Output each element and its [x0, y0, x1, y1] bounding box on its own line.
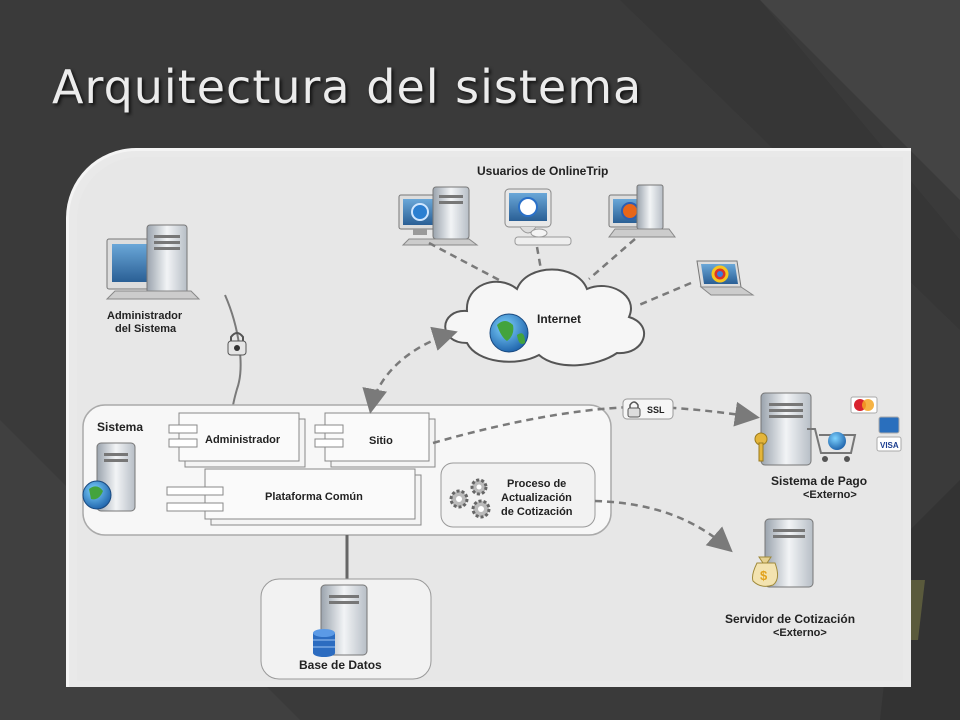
diagram-panel: Usuarios de OnlineTrip	[66, 148, 911, 687]
internet-sitio-connection	[362, 326, 458, 414]
padlock-icon	[227, 332, 247, 356]
sistema-label: Sistema	[97, 420, 143, 434]
pago-label: Sistema de Pago	[771, 474, 867, 488]
firefox-browser-icon	[621, 202, 639, 220]
safari-browser-icon	[518, 197, 538, 217]
gear-icon	[470, 478, 488, 496]
admin-label-line1: Administrador	[107, 310, 183, 322]
architecture-diagram: Usuarios de OnlineTrip	[82, 164, 902, 680]
ssl-badge: SSL	[622, 398, 674, 420]
user-laptop-chrome	[696, 260, 755, 296]
internet-cloud: Internet	[444, 268, 646, 367]
ie-browser-icon	[411, 203, 429, 221]
slide-title: Arquitectura del sistema	[52, 60, 643, 114]
key-icon	[754, 432, 768, 462]
user-desktop-firefox	[608, 184, 676, 238]
admin-label-line2: del Sistema	[115, 323, 177, 335]
gear-icon	[471, 499, 491, 519]
user-desktop-ie	[398, 186, 479, 246]
db-label: Base de Datos	[299, 658, 382, 672]
pago-sub-label: <Externo>	[803, 489, 857, 501]
process-label-line2: Actualización	[501, 492, 572, 504]
process-label-line3: de Cotización	[501, 506, 573, 518]
sistema-pago-node: VISA	[754, 392, 902, 466]
component-sitio: Sitio	[314, 412, 436, 468]
sistema-server-icon	[82, 442, 136, 512]
component-proceso: Proceso de Actualización de Cotización	[440, 462, 596, 528]
component-administrador: Administrador	[168, 412, 306, 468]
money-bag-icon: $	[752, 556, 779, 587]
cotizacion-connection	[594, 499, 733, 553]
dollar-sign: $	[760, 568, 768, 583]
ssl-label: SSL	[647, 405, 665, 415]
shopping-cart-icon	[807, 428, 857, 462]
diagram-canvas: Usuarios de OnlineTrip	[77, 157, 903, 681]
cotizacion-label: Servidor de Cotización	[725, 612, 855, 626]
process-label-line1: Proceso de	[507, 478, 566, 490]
database-icon	[313, 629, 335, 657]
globe-icon	[828, 432, 846, 450]
component-plataforma-label: Plataforma Común	[265, 491, 363, 503]
component-admin-label: Administrador	[205, 434, 281, 446]
database-server-icon	[313, 584, 368, 657]
component-plataforma: Plataforma Común	[166, 468, 422, 526]
gear-icon	[449, 489, 469, 509]
user-imac-safari	[504, 188, 572, 246]
users-label: Usuarios de OnlineTrip	[477, 164, 608, 178]
padlock-icon	[627, 401, 641, 418]
admin-workstation	[105, 224, 201, 300]
servidor-cotizacion-node: $	[752, 518, 814, 588]
credit-card-icons: VISA	[850, 396, 902, 452]
visa-card-label: VISA	[880, 441, 899, 450]
cotizacion-sub-label: <Externo>	[773, 627, 827, 639]
component-sitio-label: Sitio	[369, 435, 393, 447]
internet-label: Internet	[537, 312, 581, 326]
